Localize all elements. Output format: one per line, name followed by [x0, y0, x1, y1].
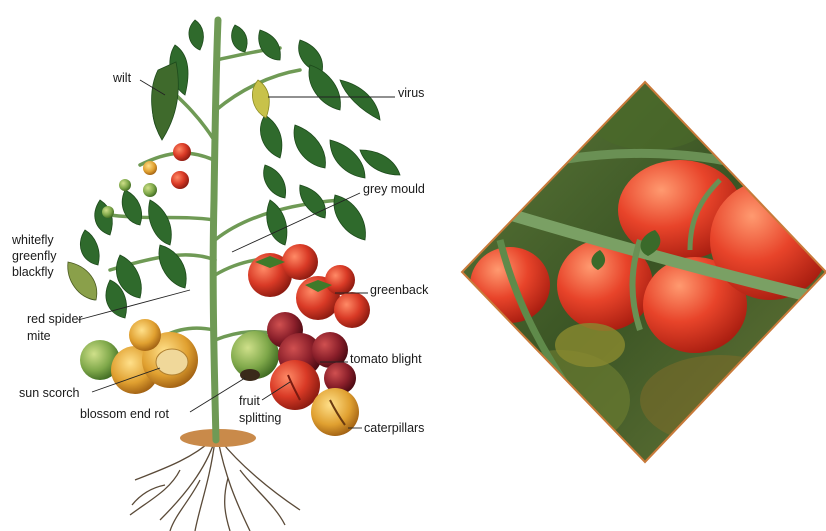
greenback-text: greenback — [370, 283, 429, 297]
wilt-leaf — [152, 62, 179, 140]
whitefly-text: whitefly — [11, 233, 54, 247]
red-spider-text: red spider — [27, 312, 83, 326]
virus-text: virus — [398, 86, 424, 100]
grey-mould-text: grey mould — [363, 182, 425, 196]
greenfly-text: greenfly — [12, 249, 57, 263]
fruit-text: fruit — [239, 394, 260, 408]
wilt-text: wilt — [112, 71, 132, 85]
caterpillars-text: caterpillars — [364, 421, 424, 435]
sun-scorch-text: sun scorch — [19, 386, 79, 400]
tomato-photo — [462, 82, 826, 462]
label-whitefly-group: whitefly greenfly blackfly — [11, 233, 57, 279]
top-fruits — [102, 143, 191, 218]
blackfly-text: blackfly — [12, 265, 54, 279]
greenback-fruits — [248, 244, 370, 328]
main-stem — [213, 20, 218, 440]
roots — [130, 440, 300, 531]
tomato-blight-text: tomato blight — [350, 352, 422, 366]
mite-text: mite — [27, 329, 51, 343]
whitefly-leaf — [68, 262, 97, 300]
virus-leaf — [252, 80, 269, 118]
label-caterpillars: caterpillars — [348, 421, 424, 435]
splitting-text: splitting — [239, 411, 281, 425]
blossom-end-rot-text: blossom end rot — [80, 407, 169, 421]
